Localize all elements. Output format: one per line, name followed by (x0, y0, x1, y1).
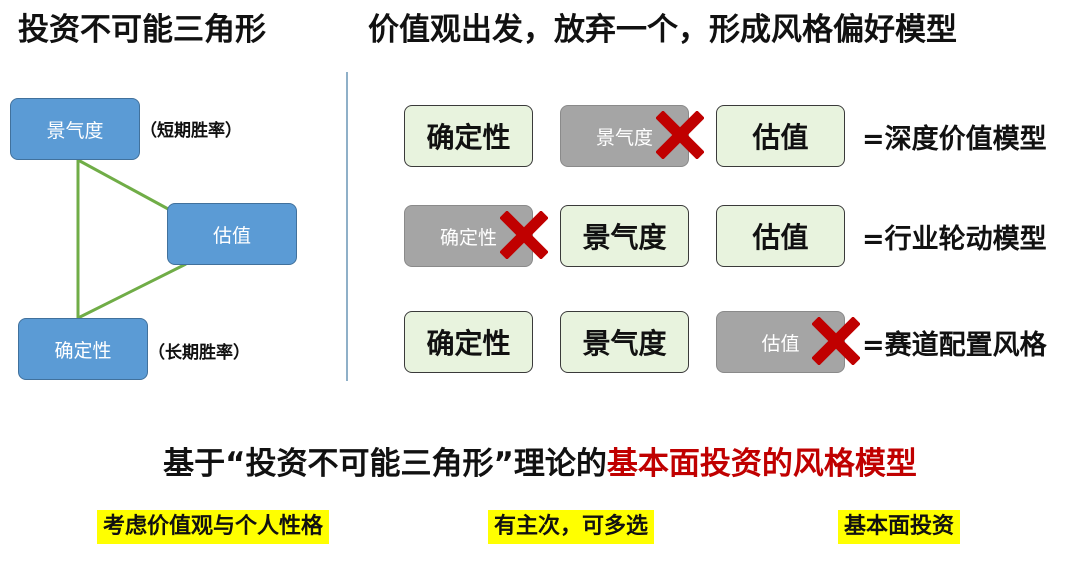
node-sentiment: 景气度 (10, 98, 140, 160)
model-3-result: =赛道配置风格 (862, 330, 1047, 361)
model-1-certainty-box: 确定性 (404, 105, 533, 167)
summary-highlight: 基本面投资的风格模型 (606, 446, 917, 482)
x-mark-icon (500, 211, 548, 259)
model-1-result: =深度价值模型 (862, 124, 1047, 155)
section-divider (346, 72, 348, 381)
model-2-result: =行业轮动模型 (862, 224, 1047, 255)
triangle-edges (76, 158, 187, 320)
model-3-certainty-box: 确定性 (404, 311, 533, 373)
tag-priority-multiselect: 有主次，可多选 (488, 510, 655, 544)
x-mark-icon (656, 111, 704, 159)
right-title: 价值观出发，放弃一个，形成风格偏好模型 (368, 12, 957, 48)
model-1-valuation-box: 估值 (716, 105, 845, 167)
node-certainty: 确定性 (18, 318, 148, 380)
node-valuation: 估值 (167, 203, 297, 265)
model-2-valuation-box: 估值 (716, 205, 845, 267)
summary-prefix: 基于“投资不可能三角形”理论的 (163, 446, 607, 482)
note-certainty: （长期胜率） (148, 343, 250, 363)
tag-values-personality: 考虑价值观与个人性格 (97, 510, 330, 544)
edge-valuation-certainty (77, 262, 187, 320)
left-title: 投资不可能三角形 (18, 12, 266, 48)
model-3-sentiment-box: 景气度 (560, 311, 689, 373)
summary-line: 基于“投资不可能三角形”理论的基本面投资的风格模型 (0, 438, 1080, 483)
edge-sentiment-valuation (77, 158, 171, 212)
model-2-sentiment-box: 景气度 (560, 205, 689, 267)
note-sentiment: （短期胜率） (140, 121, 242, 141)
x-mark-icon (812, 317, 860, 365)
tag-fundamental-investing: 基本面投资 (838, 510, 961, 544)
model-2-certainty-box-dropped: 确定性 (404, 205, 533, 267)
